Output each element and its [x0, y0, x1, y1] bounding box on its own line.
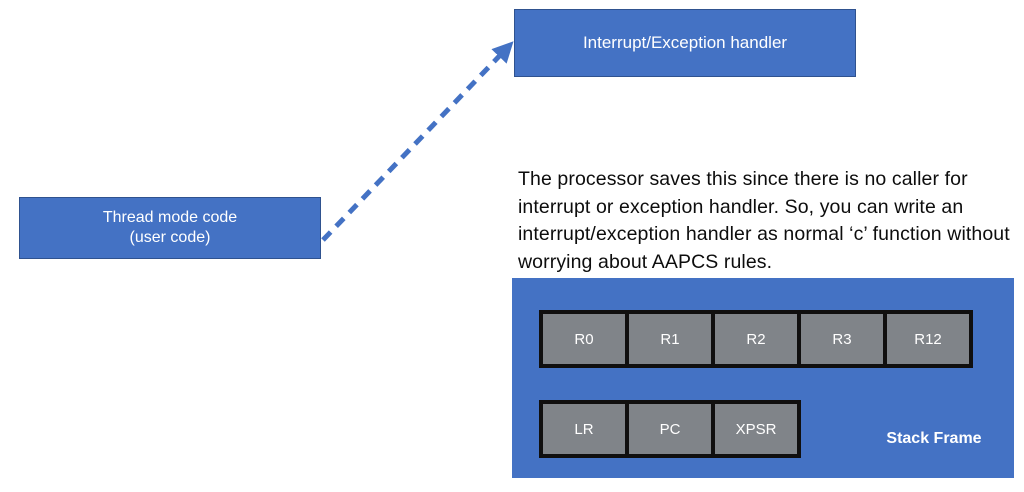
register-cell[interactable]: R1 [629, 314, 711, 364]
stack-frame-panel: R0 R1 R2 R3 R12 LR PC XPSR Stack Frame [512, 278, 1014, 478]
register-cell[interactable]: R0 [543, 314, 625, 364]
register-cell[interactable]: XPSR [715, 404, 797, 454]
register-cell[interactable]: R12 [887, 314, 969, 364]
thread-mode-code-box[interactable]: Thread mode code (user code) [19, 197, 321, 259]
handler-box-label: Interrupt/Exception handler [582, 32, 788, 52]
description-paragraph: The processor saves this since there is … [518, 168, 1010, 274]
register-row-top: R0 R1 R2 R3 R12 [539, 310, 973, 368]
register-cell[interactable]: PC [629, 404, 711, 454]
stack-frame-label: Stack Frame [886, 430, 982, 447]
register-cell[interactable]: R3 [801, 314, 883, 364]
connector-line [321, 41, 514, 242]
register-cell[interactable]: LR [543, 404, 625, 454]
interrupt-exception-handler-box[interactable]: Interrupt/Exception handler [514, 9, 856, 77]
thread-box-line-2: (user code) [129, 229, 211, 246]
register-row-bottom: LR PC XPSR [539, 400, 801, 458]
register-cell[interactable]: R2 [715, 314, 797, 364]
thread-box-line-1: Thread mode code [102, 209, 238, 227]
